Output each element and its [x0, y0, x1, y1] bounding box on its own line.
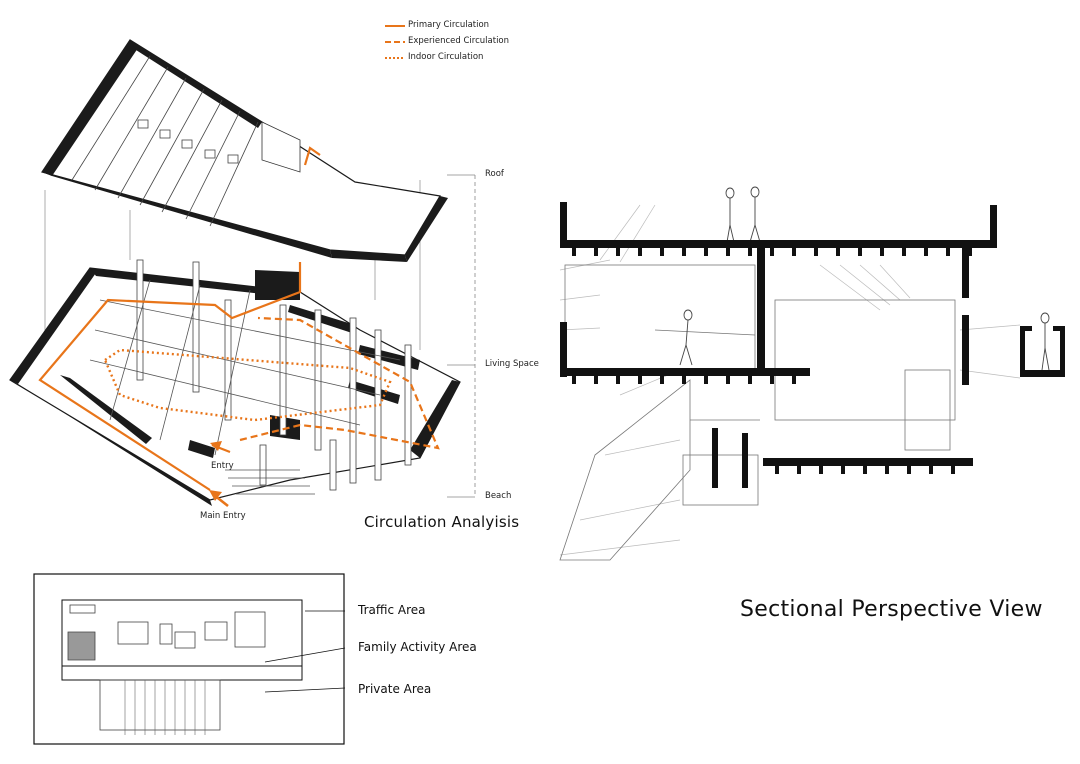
floor-plan: [33, 573, 346, 745]
roof-slab: [41, 39, 448, 262]
sectional-perspective-drawing: [559, 186, 1065, 561]
entry-label: Entry: [211, 461, 234, 471]
legend-primary-label: Primary Circulation: [408, 20, 490, 30]
sectional-perspective-title: Sectional Perspective View: [740, 597, 1043, 622]
experienced-circulation-path: [239, 316, 440, 450]
circulation-paths: [38, 146, 440, 508]
legend-swatches: [385, 25, 405, 59]
main-entry-arrow-icon: [209, 490, 222, 501]
primary-circulation-path: [38, 262, 302, 491]
indoor-circulation-path: [103, 348, 392, 422]
family-activity-area-label: Family Activity Area: [358, 640, 477, 654]
living-level-slab: [9, 259, 461, 506]
level-bracket: [447, 174, 476, 498]
traffic-area-label: Traffic Area: [358, 603, 426, 617]
legend-experienced-label: Experienced Circulation: [408, 36, 510, 46]
entry-arrow-icon: [210, 441, 222, 451]
main-entry-label: Main Entry: [200, 511, 246, 521]
legend-indoor-label: Indoor Circulation: [408, 52, 484, 62]
circulation-analysis-title: Circulation Analyisis: [364, 513, 520, 531]
level-roof-label: Roof: [485, 169, 504, 179]
private-area-label: Private Area: [358, 682, 432, 696]
level-beach-label: Beach: [485, 491, 512, 501]
primary-circulation-roof: [303, 146, 321, 166]
level-living-label: Living Space: [485, 359, 539, 369]
